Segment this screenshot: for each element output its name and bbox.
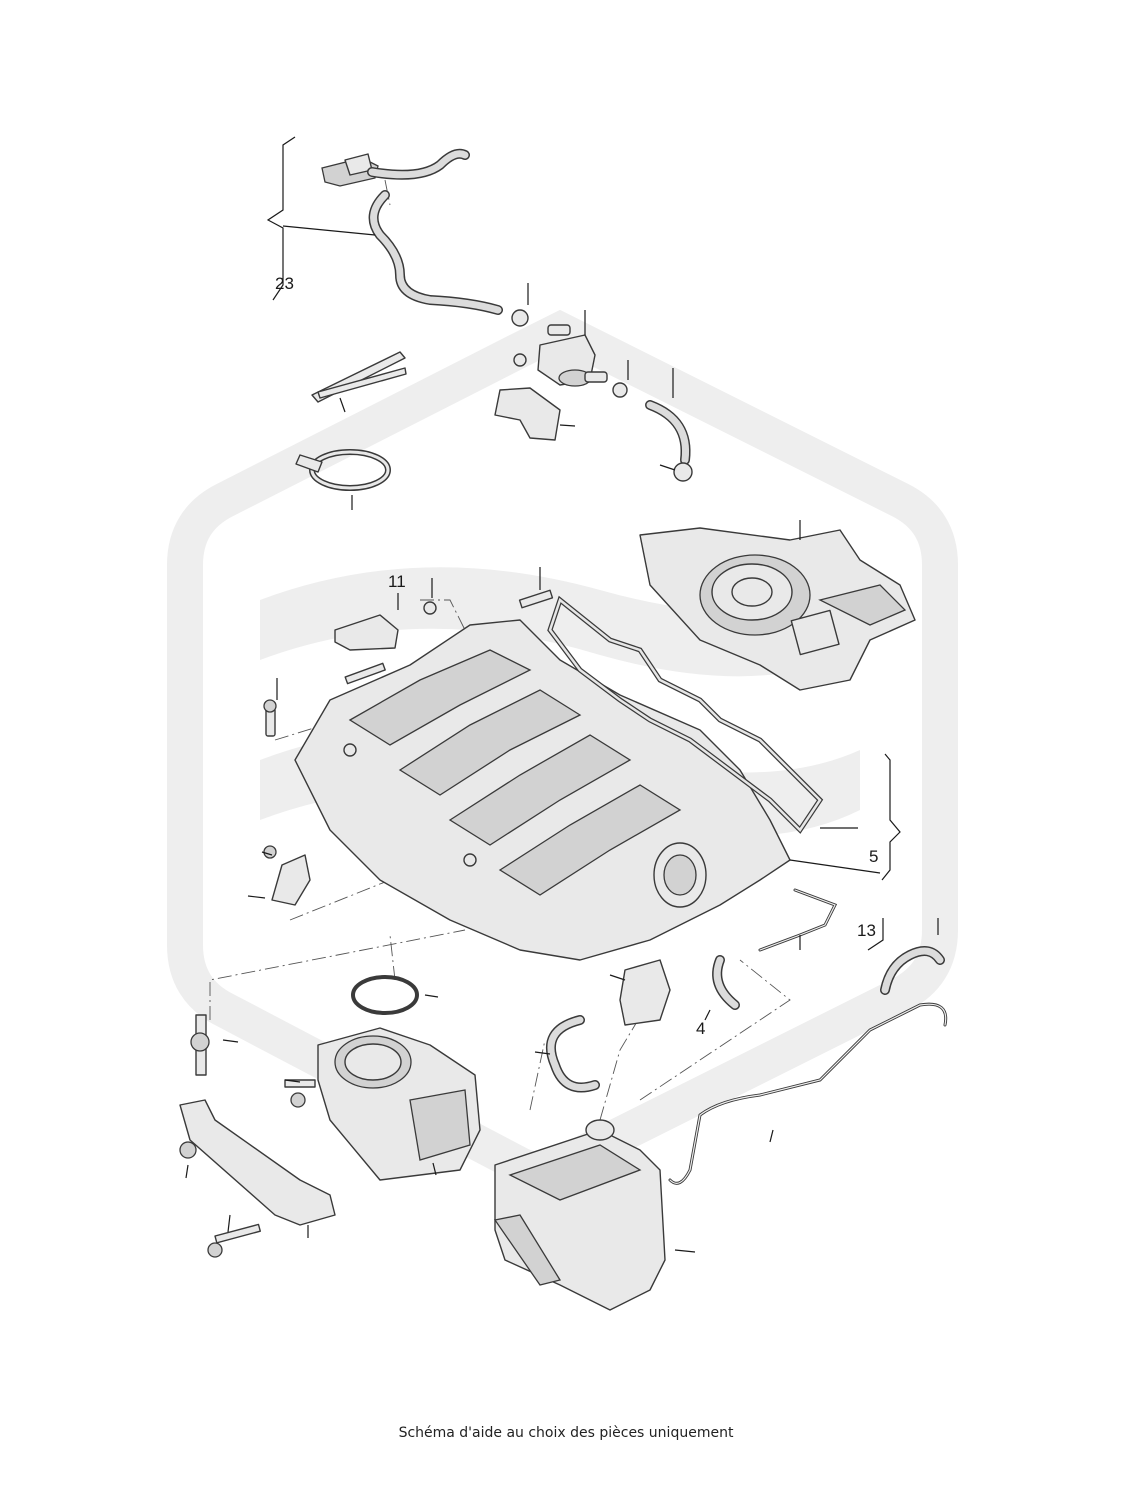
o-ring	[351, 975, 419, 1015]
side-sensor	[271, 854, 311, 906]
leader-lines	[185, 136, 939, 1253]
cable-tie	[311, 351, 407, 403]
mounting-bracket	[494, 387, 561, 441]
sensor-11	[334, 589, 554, 651]
wiring-hose-assembly	[321, 148, 529, 327]
manifold-gasket	[547, 595, 824, 834]
screws	[179, 662, 386, 1258]
cover-plate	[639, 527, 916, 691]
support-arm	[179, 1099, 336, 1226]
diagram-caption: Schéma d'aide au choix des pièces unique…	[398, 1425, 734, 1441]
solenoid-valve	[513, 324, 628, 398]
wires-13	[668, 888, 948, 1185]
intake-manifold	[294, 619, 791, 961]
callout-13: 13	[857, 921, 876, 940]
callout-4: 4	[696, 1019, 705, 1038]
callout-11: 11	[388, 572, 406, 591]
air-filter-box	[493, 1119, 666, 1311]
callout-5: 5	[869, 847, 878, 866]
throttle-body	[317, 1027, 481, 1181]
callout-23: 23	[275, 274, 294, 293]
short-hose	[645, 400, 693, 482]
lower-solenoid	[619, 959, 671, 1026]
lower-hoses	[546, 946, 945, 1093]
strap-clamp	[295, 449, 391, 491]
